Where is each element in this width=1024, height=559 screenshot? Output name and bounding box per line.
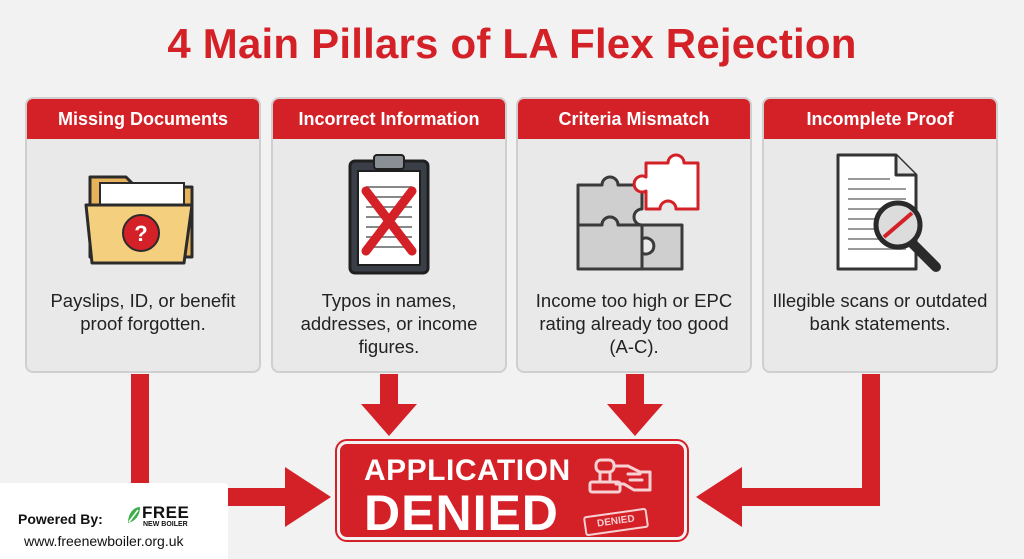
- puzzle-mismatch-icon: [518, 147, 750, 287]
- pillar-description: Payslips, ID, or benefit proof forgotten…: [50, 290, 236, 334]
- powered-by-label: Powered By:: [18, 511, 103, 527]
- pillar-description: Income too high or EPC rating already to…: [535, 290, 733, 357]
- pillar-description: Typos in names, addresses, or income fig…: [300, 290, 478, 357]
- pillar-heading: Criteria Mismatch: [518, 99, 750, 139]
- document-magnifier-icon: [764, 147, 996, 287]
- website-link[interactable]: www.freenewboiler.org.uk: [24, 533, 184, 549]
- pillar-heading: Incorrect Information: [273, 99, 505, 139]
- brand-name: FREE: [142, 503, 190, 522]
- pillar-heading: Missing Documents: [27, 99, 259, 139]
- powered-by-panel: Powered By: FREE NEW BOILER www.freenewb…: [0, 483, 228, 559]
- page-title: 4 Main Pillars of LA Flex Rejection: [167, 20, 857, 67]
- denied-line-2: DENIED: [364, 485, 559, 541]
- pillar-description: Illegible scans or outdated bank stateme…: [772, 290, 988, 334]
- pillar-card-incomplete-proof: Incomplete Proof Illegible scans or outd…: [762, 97, 998, 373]
- arrow-incomplete-proof: [696, 374, 880, 527]
- leaf-logo-icon: [128, 507, 140, 523]
- stamp-hand-icon: [588, 458, 652, 494]
- brand-subtitle: NEW BOILER: [143, 521, 188, 528]
- arrow-incorrect-information: [361, 374, 417, 436]
- pillar-heading: Incomplete Proof: [764, 99, 996, 139]
- arrow-criteria-mismatch: [607, 374, 663, 436]
- application-denied-box: APPLICATION DENIED DENIED: [335, 439, 689, 542]
- denied-line-1: APPLICATION: [364, 454, 571, 487]
- pillar-card-criteria-mismatch: Criteria Mismatch Income too high or EPC…: [516, 97, 752, 373]
- pillar-card-missing-documents: Missing Documents ? Payslips, ID, or ben…: [25, 97, 261, 373]
- clipboard-cross-icon: [273, 147, 505, 287]
- folder-question-icon: ?: [27, 147, 259, 287]
- pillar-card-incorrect-information: Incorrect Information Typos in names, ad…: [271, 97, 507, 373]
- svg-text:?: ?: [134, 221, 147, 246]
